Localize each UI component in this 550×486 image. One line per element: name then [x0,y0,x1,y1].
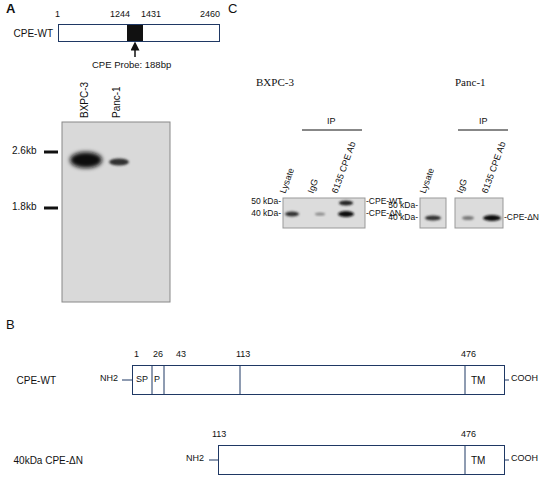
lane-label: 6135 CPE Ab [481,141,509,195]
probe-region [127,24,143,42]
blot-band [109,159,129,166]
lane-label: IgG [307,178,321,195]
position-number: 1431 [141,10,161,20]
residue-number: 113 [236,350,250,360]
terminus-label: COOH [511,454,538,464]
residue-number: 476 [461,430,476,440]
domain-label: P [154,375,160,385]
mw-marker: 50 kDa- [388,201,418,210]
size-marker: 1.8kb [12,201,36,212]
blot-band [338,211,354,217]
blot-band [462,216,474,220]
residue-number: 476 [461,350,476,360]
domain-label: TM [471,375,485,386]
mw-marker: 50 kDa- [251,197,281,206]
probe-label: CPE Probe: 188bp [92,60,171,70]
domain-label: TM [471,455,485,466]
panel-letter: B [6,318,15,332]
mw-marker: 40 kDa- [388,213,418,222]
gene-bar: CPE-WT [58,24,220,42]
ip-bracket [302,130,362,131]
lane-label: IgG [456,178,470,195]
ip-label: IP [479,117,488,127]
ip-bracket [458,130,508,131]
size-marker: 2.6kb [12,145,36,156]
panel-letter: A [6,2,15,16]
protein-box: CPE-WTSPPTM [132,365,505,395]
mw-marker: 40 kDa- [251,209,281,218]
terminus-label: COOH [511,374,538,384]
blot-band [339,201,353,206]
protein-name: CPE-WT [17,375,56,386]
northern-blot [62,122,170,302]
cell-line-title: BXPC-3 [256,76,294,88]
protein-name: CPE-WT [14,28,53,39]
blot-band [425,216,441,221]
band-label: -CPE-ΔN [504,213,539,222]
lane-label: Lysate [419,167,437,195]
protein-box: 40kDa CPE-ΔNTM [218,445,505,475]
lane-label: BXPC-3 [79,82,90,118]
blot-band [70,152,102,168]
domain-label: SP [136,375,148,385]
residue-number: 43 [176,350,186,360]
lane-label: Panc-1 [111,86,122,118]
panel-letter: C [228,2,237,16]
blot-band [315,213,325,216]
western-blot [420,198,446,228]
residue-number: 26 [153,350,163,360]
domain-lines [122,365,509,475]
blot-band [483,215,501,221]
terminus-label: NH2 [100,374,118,384]
size-tick [44,207,58,210]
ip-label: IP [327,117,336,127]
cell-line-title: Panc-1 [455,76,486,88]
position-number: 1244 [110,10,130,20]
western-blot [455,198,503,228]
blot-band [285,212,299,217]
probe-arrow [134,46,136,57]
lane-label: Lysate [279,167,297,195]
position-number: 2460 [200,10,220,20]
lane-label: 6135 CPE Ab [331,141,359,195]
position-number: 1 [55,10,60,20]
residue-number: 113 [212,430,226,440]
residue-number: 1 [134,350,139,360]
western-blot [283,198,365,228]
size-tick [44,151,58,154]
terminus-label: NH2 [186,454,204,464]
protein-name: 40kDa CPE-ΔN [14,455,83,466]
